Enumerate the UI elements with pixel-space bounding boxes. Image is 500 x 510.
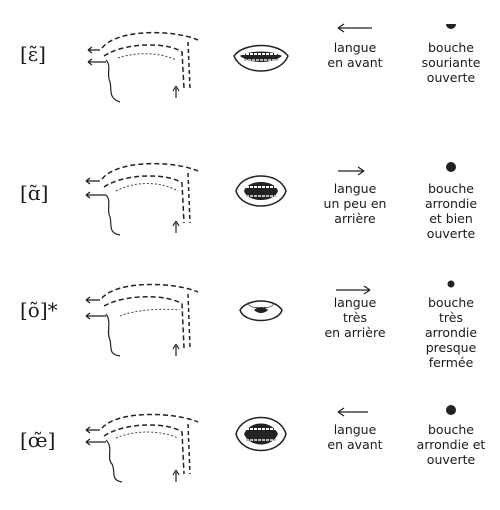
phonetic-symbol: [œ̃] [20,428,56,452]
mouth-rounded-open-icon [235,416,287,452]
lip-shape-dot-half-icon [446,24,456,29]
vowel-row-1: [ɛ̃] langue en avant bouche souriante ou… [0,0,500,120]
lip-shape-dot-full-icon [446,405,456,415]
sagittal-section-icon [85,413,199,483]
phonetic-symbol: [õ]* [20,298,58,322]
mouth-rounded-open-icon [235,175,287,207]
tongue-position-label: langue en avant [327,422,383,452]
lip-shape-label: bouche souriante ouverte [421,40,481,85]
vowel-row-4: [œ̃] langue en avant bouche arrondie et … [0,390,500,510]
lip-shape-label: bouche arrondie et bien ouverte [424,181,478,241]
mouth-rounded-nearly-closed-icon [239,300,283,322]
tongue-position-label: langue en avant [327,40,383,70]
tongue-position-label: langue très en arrière [324,295,386,340]
sagittal-section-icon [85,283,199,357]
vowel-row-2: [ɑ̃] langue un peu en arrière bouche arr… [0,143,500,263]
vowel-row-3: [õ]* langue très en arrière bouche très … [0,270,500,390]
lip-shape-dot-full-icon [446,162,456,172]
arrow-left-icon [337,407,368,417]
lip-shape-label: bouche très arrondie presque fermée [424,295,478,370]
sagittal-section-icon [87,31,199,103]
phonetic-symbol: [ɛ̃] [20,42,46,66]
mouth-smiling-open-icon [233,44,289,72]
lip-shape-dot-small-icon [447,280,455,288]
arrow-left-icon [337,23,372,33]
sagittal-section-icon [85,162,199,236]
lip-shape-label: bouche arrondie et ouverte [416,422,486,467]
phonetic-symbol: [ɑ̃] [20,181,49,205]
tongue-position-label: langue un peu en arrière [323,181,387,226]
arrow-right-icon [338,166,365,176]
arrow-right-icon [336,285,371,295]
